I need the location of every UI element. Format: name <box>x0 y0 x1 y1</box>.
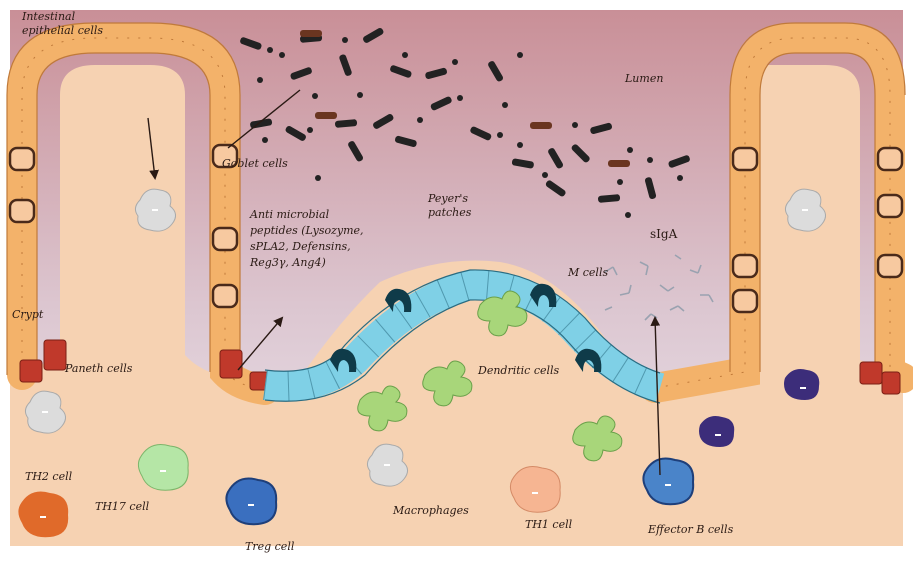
label-m-cells: M cells <box>567 266 608 279</box>
label-peyers-1: Peyer's <box>427 192 468 205</box>
label-macrophages: Macrophages <box>392 504 469 517</box>
label-antimicrobial-1: Anti microbial <box>249 208 330 221</box>
label-intestinal-2: epithelial cells <box>22 24 103 37</box>
label-goblet-cells: Goblet cells <box>222 157 288 170</box>
label-dendritic-cells: Dendritic cells <box>477 364 560 377</box>
label-paneth-cells: Paneth cells <box>64 362 133 375</box>
treg-cell <box>226 479 276 525</box>
label-antimicrobial-3: sPLA2, Defensins, <box>250 240 351 253</box>
label-treg-cell: Treg cell <box>245 540 295 553</box>
label-th1-cell: TH1 cell <box>525 518 573 531</box>
label-th2-cell: TH2 cell <box>25 470 73 483</box>
label-th17-cell: TH17 cell <box>95 500 150 513</box>
label-intestinal-1: Intestinal <box>21 10 76 23</box>
label-peyers-2: patches <box>428 206 472 219</box>
label-antimicrobial-4: Reg3γ, Ang4) <box>249 256 326 269</box>
th17-cell <box>138 445 188 491</box>
label-crypt: Crypt <box>12 308 44 321</box>
effector-b-cell <box>643 459 693 505</box>
label-effector-b-cells: Effector B cells <box>647 523 734 536</box>
plasma-cell-1 <box>784 369 819 400</box>
label-siga: sIgA <box>650 227 678 241</box>
label-antimicrobial-2: peptides (Lysozyme, <box>250 224 364 237</box>
plasma-cell-2 <box>699 416 734 447</box>
th1-cell <box>510 467 560 513</box>
label-lumen: Lumen <box>624 72 663 85</box>
